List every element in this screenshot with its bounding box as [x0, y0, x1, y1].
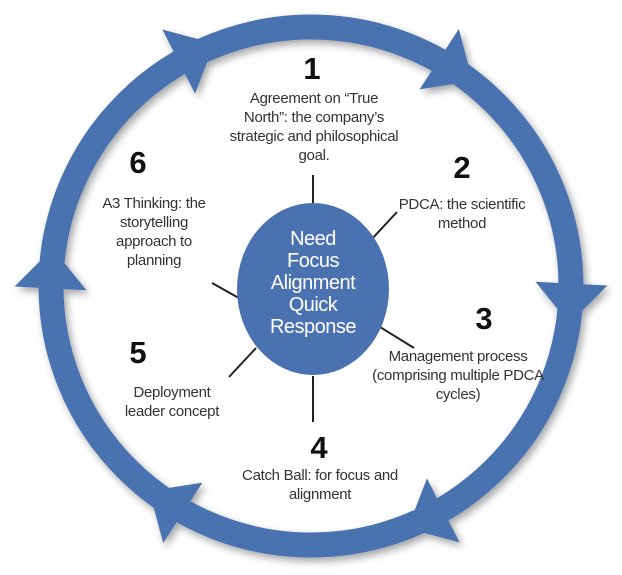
step-3-number: 3: [475, 301, 493, 336]
arrowhead-icon: [535, 281, 608, 324]
cycle-ring: [14, 14, 608, 558]
step-1-label: Agreement on “True North”: the company’s…: [229, 90, 399, 164]
step-6-number: 6: [129, 145, 147, 180]
center-line: Response: [269, 316, 357, 338]
center-line: Focus: [287, 250, 339, 272]
step-2-number: 2: [453, 150, 471, 185]
connector-5: [228, 347, 257, 378]
center-line: Quick: [288, 294, 338, 316]
connector-2: [369, 211, 398, 242]
center-line: Need: [290, 228, 336, 250]
step-4-label: Catch Ball: for focus and alignment: [242, 467, 398, 503]
center-circle: [237, 203, 389, 375]
connector-3: [379, 326, 415, 349]
center-label: Need Focus Alignment Quick Response: [238, 228, 388, 338]
step-2-label: PDCA: the scientific method: [398, 196, 526, 232]
step-6-label: A3 Thinking: the storytelling approach t…: [102, 195, 206, 269]
step-5-number: 5: [129, 335, 147, 370]
arrowhead-icon: [149, 482, 203, 543]
step-3-label: Management process (comprising multiple …: [372, 348, 544, 403]
arrowhead-icon: [419, 29, 473, 90]
center-line: Alignment: [270, 272, 356, 294]
step-1-number: 1: [303, 51, 321, 86]
step-5-label: Deployment leader concept: [124, 384, 220, 420]
arrowhead-icon: [162, 29, 215, 94]
arrowhead-icon: [407, 478, 460, 543]
arrowhead-icon: [14, 248, 87, 291]
step-4-number: 4: [310, 430, 328, 465]
